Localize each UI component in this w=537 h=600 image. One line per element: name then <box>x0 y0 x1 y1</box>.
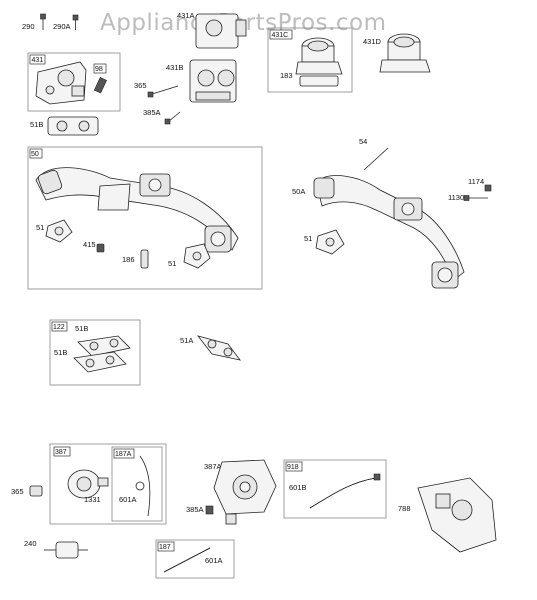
part-187a-hose[interactable] <box>135 455 151 517</box>
label-431b: 431B <box>166 63 184 72</box>
tag-98 <box>93 63 107 74</box>
label-54: 54 <box>359 137 367 146</box>
label-51-right: 51 <box>304 234 312 243</box>
label-51b-top: 51B <box>30 120 43 129</box>
label-415: 415 <box>83 240 96 249</box>
label-122: 122 <box>53 324 65 331</box>
label-290a: 290A <box>53 22 71 31</box>
label-1130: 1130 <box>448 193 464 202</box>
part-183-gasket[interactable] <box>299 75 339 87</box>
label-187a: 187A <box>115 451 132 458</box>
part-50-intake-manifold[interactable] <box>35 167 239 253</box>
part-431d-throttle-body[interactable] <box>379 33 431 73</box>
part-387a-fuel-pump[interactable] <box>213 459 277 525</box>
label-601b: 601B <box>289 483 307 492</box>
label-1174: 1174 <box>468 177 484 186</box>
box-122 <box>49 319 141 386</box>
part-50a-intake-manifold[interactable] <box>313 175 465 289</box>
label-187: 187 <box>159 544 171 551</box>
part-385-fitting[interactable] <box>29 485 43 497</box>
label-51-mid: 51 <box>168 259 176 268</box>
label-50a: 50A <box>292 187 305 196</box>
label-50: 50 <box>31 151 39 158</box>
tag-187a <box>113 448 135 459</box>
label-431a: 431A <box>177 11 195 20</box>
tag-431 <box>29 54 46 65</box>
part-1130-screw[interactable] <box>463 195 488 201</box>
part-385a-fitting[interactable] <box>205 505 214 515</box>
label-918: 918 <box>287 464 299 471</box>
part-431a-carburetor[interactable] <box>195 13 247 49</box>
part-290a-screw[interactable] <box>72 14 79 30</box>
label-51b-kit-b: 51B <box>54 348 67 357</box>
label-385a: 385A <box>143 108 161 117</box>
tag-122 <box>51 321 68 332</box>
label-431: 431 <box>32 57 44 64</box>
label-51b-kit-a: 51B <box>75 324 88 333</box>
label-431d: 431D <box>363 37 382 46</box>
label-365: 365 <box>134 81 147 90</box>
label-601a-top: 601A <box>119 495 137 504</box>
tag-50 <box>29 148 43 159</box>
label-1331: 1331 <box>84 495 101 504</box>
label-98: 98 <box>95 66 103 73</box>
part-431c-throttle-body[interactable] <box>295 37 343 75</box>
part-1174-fitting[interactable] <box>484 184 492 192</box>
part-240-fuel-filter[interactable] <box>44 541 88 559</box>
part-415-plug[interactable] <box>96 243 105 253</box>
box-431 <box>27 52 121 112</box>
label-387a: 387A <box>204 462 222 471</box>
label-290: 290 <box>22 22 35 31</box>
box-50 <box>27 146 263 290</box>
part-918-fuel-line[interactable] <box>309 473 381 509</box>
part-387-fuel-pump[interactable] <box>67 469 109 499</box>
tag-387 <box>53 446 71 457</box>
tag-431c <box>269 29 293 40</box>
label-788: 788 <box>398 504 411 513</box>
label-240: 240 <box>24 539 37 548</box>
label-385a-pump: 385A <box>186 505 204 514</box>
part-54-stud[interactable] <box>363 147 389 171</box>
part-186-fitting[interactable] <box>140 249 149 269</box>
box-187a <box>111 446 163 522</box>
part-51-gasket-mid[interactable] <box>183 243 211 269</box>
tag-187 <box>157 541 175 552</box>
box-387 <box>49 443 167 525</box>
part-51b-gasket[interactable] <box>47 116 99 136</box>
part-122-gasket-kit[interactable] <box>73 335 131 373</box>
label-601a-bottom: 601A <box>205 556 223 565</box>
box-187 <box>155 539 235 579</box>
box-918 <box>283 459 387 519</box>
label-51a: 51A <box>180 336 193 345</box>
part-365-screw[interactable] <box>147 85 179 98</box>
part-431-carburetor-assembly[interactable] <box>35 61 87 105</box>
part-290-screw[interactable] <box>40 13 46 30</box>
label-387: 387 <box>55 449 67 456</box>
label-51-left: 51 <box>36 223 44 232</box>
label-431c: 431C <box>272 32 289 39</box>
label-385: 365 <box>11 487 24 496</box>
part-788-bracket[interactable] <box>417 477 497 553</box>
label-183: 183 <box>280 71 293 80</box>
part-51-gasket-left[interactable] <box>45 219 73 243</box>
part-51-gasket-right[interactable] <box>315 229 345 255</box>
part-51a-gasket[interactable] <box>196 335 241 361</box>
part-431b-carburetor[interactable] <box>189 59 237 103</box>
box-431c <box>267 27 353 93</box>
part-98-jet[interactable] <box>93 76 107 94</box>
label-186: 186 <box>122 255 135 264</box>
part-187-fuel-line[interactable] <box>163 547 211 573</box>
tag-918 <box>285 461 303 472</box>
part-385a-screw[interactable] <box>164 111 181 125</box>
